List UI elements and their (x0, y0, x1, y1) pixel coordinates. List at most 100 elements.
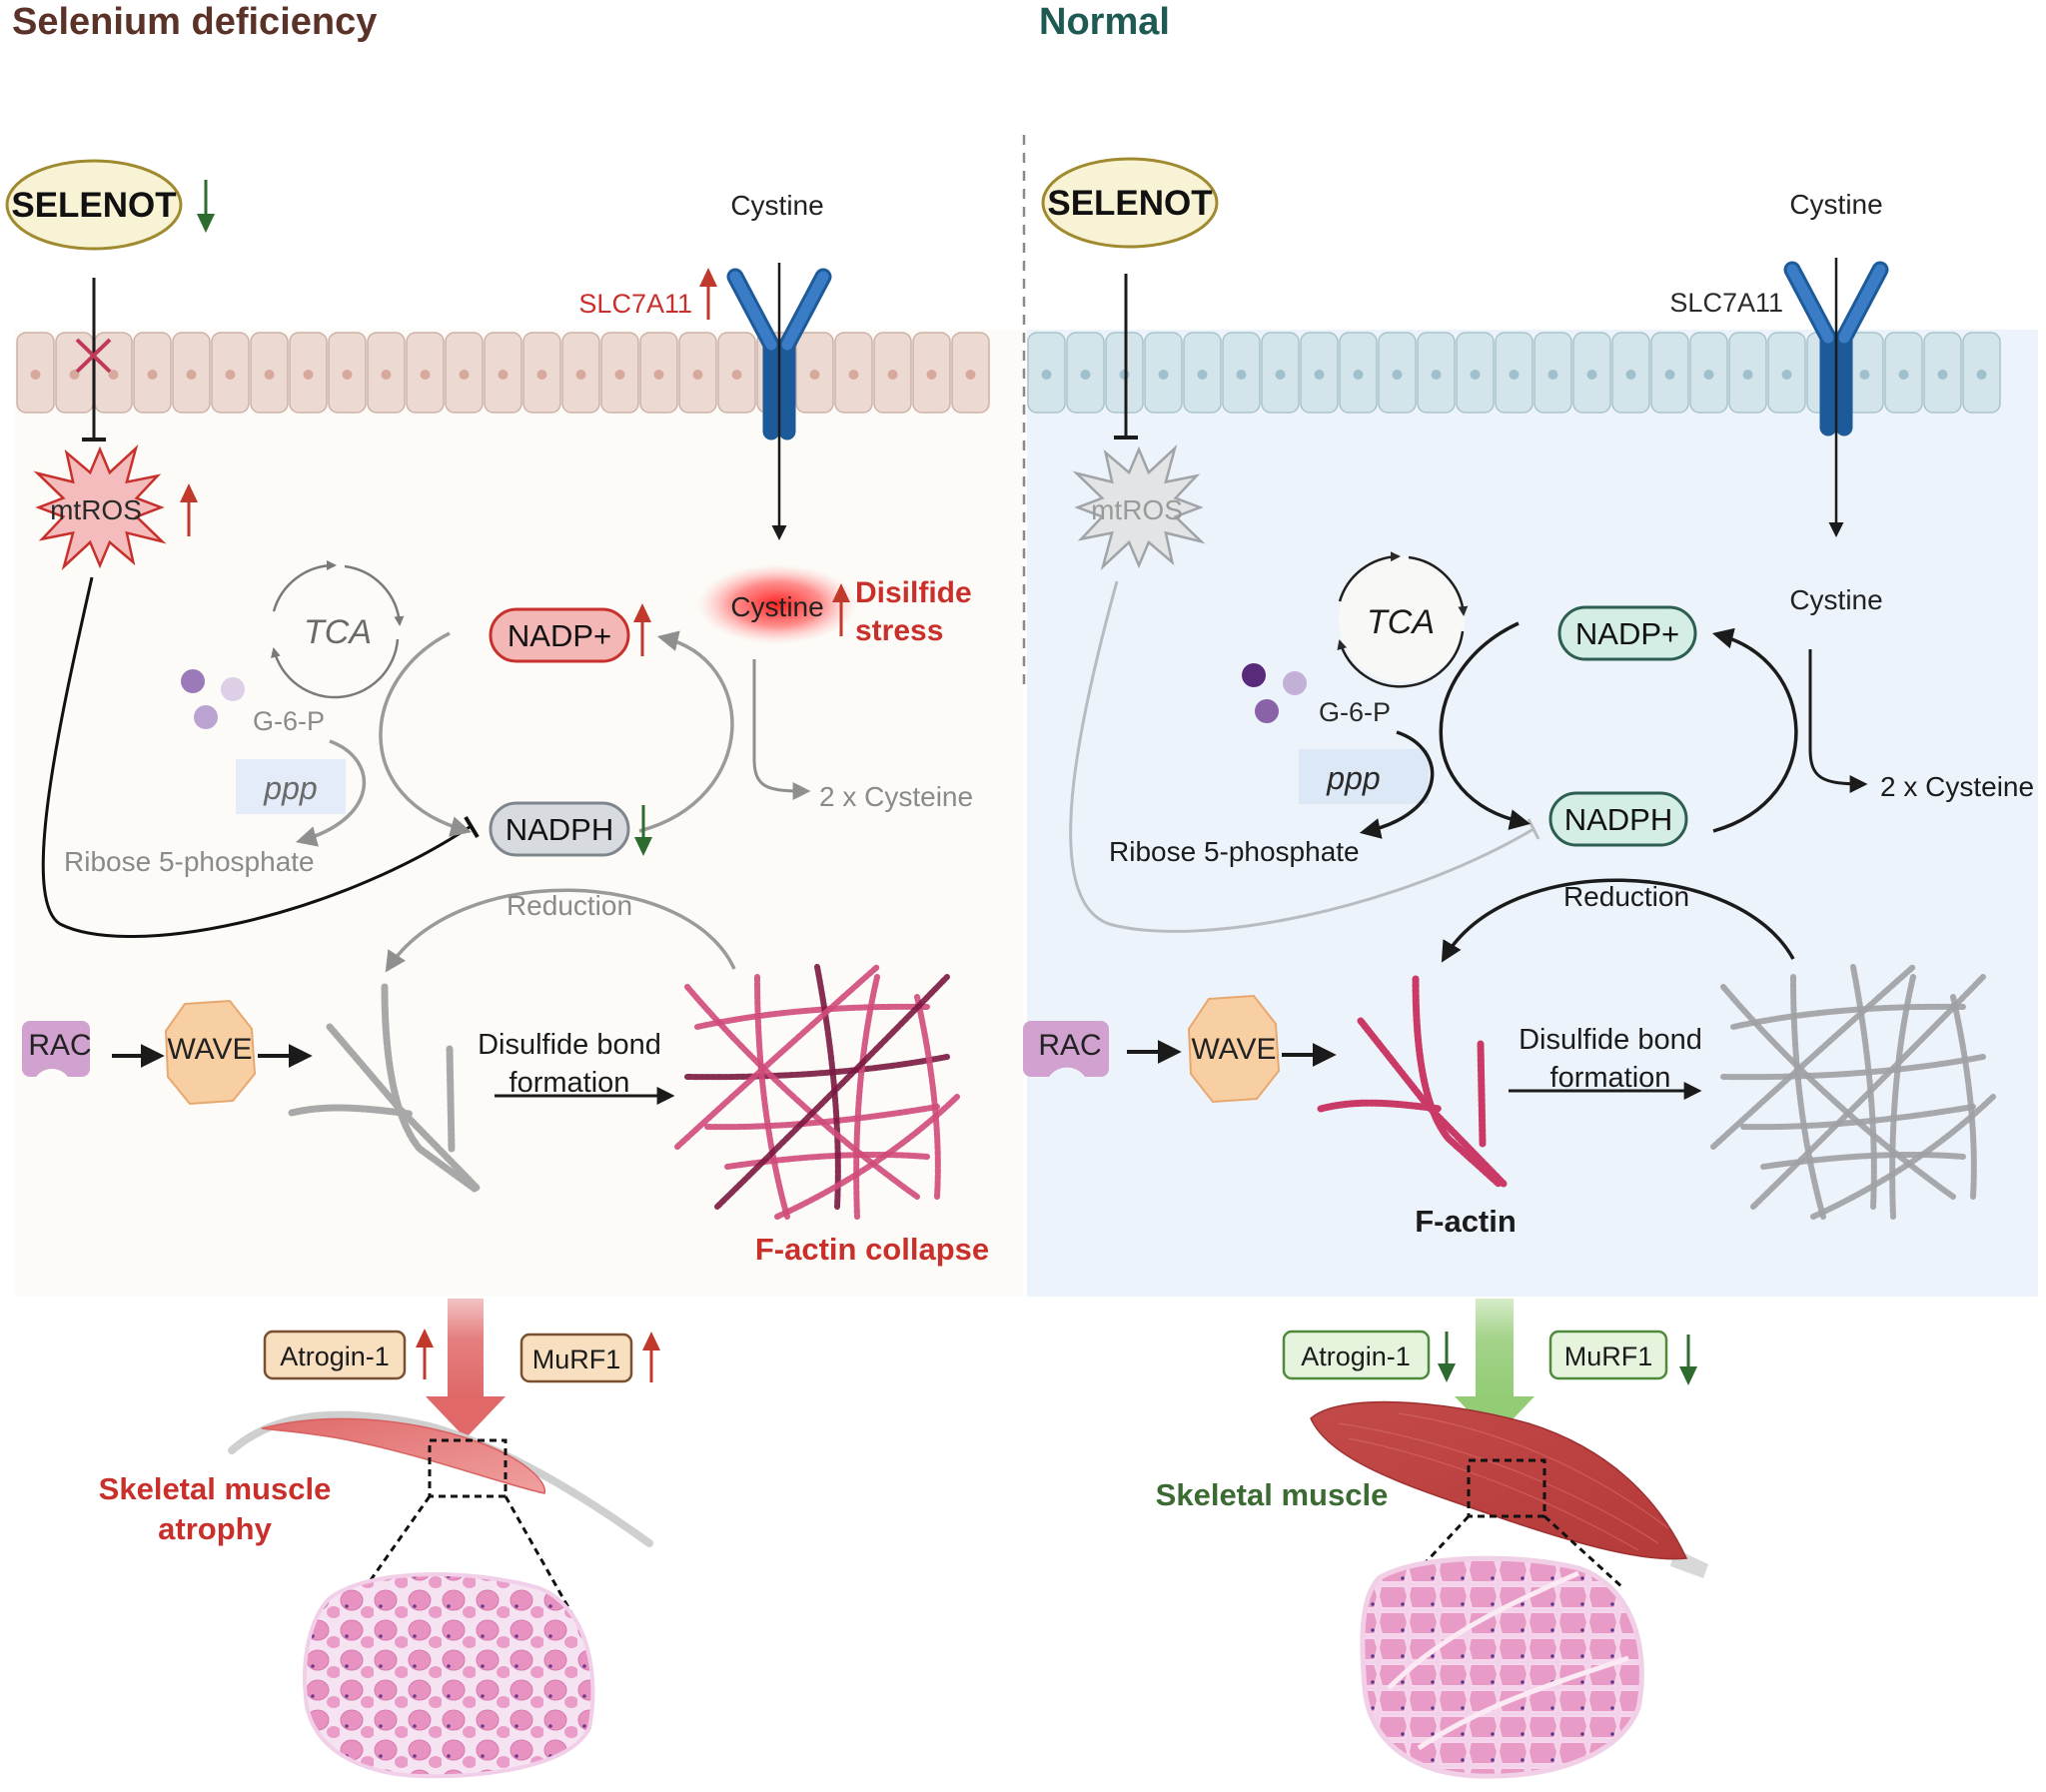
left-membrane-cell-nucleus (459, 370, 470, 380)
left-reduction-label: Reduction (507, 890, 632, 921)
right-branched-actin (1317, 975, 1508, 1188)
right-nadph-label: NADPH (1564, 802, 1673, 837)
right-murf1-label: MuRF1 (1564, 1342, 1653, 1371)
right-cystine-inside-label: Cystine (1789, 584, 1882, 615)
left-disulfide-stress-line1: Disilfide (855, 576, 972, 609)
left-atrogin-box: Atrogin-1 (263, 1330, 407, 1380)
left-murf1-label: MuRF1 (532, 1344, 621, 1374)
left-membrane-cell-nucleus (108, 370, 119, 380)
left-big-down-arrow (426, 1299, 506, 1438)
right-wave-label: WAVE (1191, 1033, 1276, 1066)
left-mtros-up-arrow-icon (180, 483, 198, 536)
right-membrane-cell-nucleus (1197, 370, 1208, 380)
left-nadp-label: NADP+ (508, 618, 611, 653)
left-g6p-label: G-6-P (253, 706, 325, 736)
right-actin-filament (1720, 1054, 1986, 1081)
right-actin-filament (1710, 964, 1916, 1150)
left-tca-to-nadph-curve (379, 631, 473, 837)
left-membrane-cell-nucleus (731, 370, 742, 380)
left-muscle-label-line2: atrophy (158, 1511, 272, 1546)
left-mtros-label: mtROS (50, 494, 142, 525)
right-actin-filament (1730, 1003, 1966, 1030)
right-nadp-label: NADP+ (1575, 616, 1679, 651)
left-actin-filament (774, 1094, 960, 1220)
right-disulfide-bond-line1: Disulfide bond (1519, 1024, 1702, 1056)
blocked-x-icon (75, 338, 112, 374)
left-nadph-pill: NADPH (489, 801, 630, 857)
left-membrane-cell-nucleus (848, 370, 859, 380)
left-membrane-cell-nucleus (575, 370, 586, 380)
left-actin-filament (704, 1104, 940, 1131)
right-membrane-cell-nucleus (1586, 370, 1597, 380)
left-cystine-inside-label: Cystine (730, 591, 823, 622)
left-membrane-cell-nucleus (926, 370, 937, 380)
left-actin-filament (724, 1151, 930, 1170)
right-selenot: SELENOT (1041, 157, 1219, 249)
right-atrogin-down-arrow-icon (1438, 1332, 1456, 1382)
left-muscle-label-line1: Skeletal muscle (99, 1471, 332, 1506)
left-slc7a11-transporter-icon (726, 268, 832, 441)
right-muscle-cross-section (1360, 1555, 1644, 1779)
right-membrane-cell-nucleus (1158, 370, 1169, 380)
right-rac-protein: RAC (1023, 1021, 1109, 1077)
right-factin-label: F-actin (1415, 1204, 1517, 1239)
left-murf1-box: MuRF1 (519, 1333, 633, 1383)
left-membrane-cell-nucleus (381, 370, 392, 380)
left-wave-label: WAVE (167, 1033, 252, 1066)
left-reduction-arc (385, 888, 736, 973)
left-murf1-up-arrow-icon (642, 1332, 660, 1382)
left-actin-network-collapsed (674, 964, 960, 1220)
right-mtros-label: mtROS (1091, 494, 1183, 525)
right-atrogin-box: Atrogin-1 (1282, 1330, 1431, 1380)
right-g6p-molecule-icon (1242, 663, 1307, 723)
right-wave-protein: WAVE (1187, 994, 1281, 1104)
right-muscle-label: Skeletal muscle (1156, 1477, 1389, 1512)
right-actin-filament (1760, 1151, 1966, 1170)
left-membrane-cell-nucleus (536, 370, 547, 380)
right-tca-to-nadph-curve (1439, 621, 1532, 830)
left-muscle-cross-section (303, 1572, 595, 1779)
right-membrane-cell-nucleus (1664, 370, 1675, 380)
left-selenot-down-arrow-icon (197, 180, 215, 233)
right-reduction-arc (1441, 878, 1795, 963)
left-ppp-label: ppp (263, 770, 317, 806)
right-atrogin-label: Atrogin-1 (1301, 1342, 1411, 1371)
left-membrane-cell-nucleus (186, 370, 197, 380)
left-ppp-to-ribose-arrow (295, 739, 367, 847)
right-g6p-label: G-6-P (1319, 697, 1391, 727)
right-membrane-cell-nucleus (1353, 370, 1364, 380)
right-disulfide-bond-line2: formation (1550, 1062, 1671, 1094)
right-membrane-cell-nucleus (1431, 370, 1442, 380)
left-tca-cycle: TCA (271, 559, 405, 699)
left-membrane-cell-nucleus (498, 370, 509, 380)
right-membrane-cell-nucleus (1509, 370, 1520, 380)
right-rac-label: RAC (1038, 1029, 1101, 1062)
right-murf1-down-arrow-icon (1679, 1335, 1697, 1385)
right-membrane-cell-nucleus (1080, 370, 1091, 380)
left-cystine-stress-blob (697, 564, 857, 644)
left-rac-protein: RAC (22, 1021, 92, 1077)
left-g6p-molecule-icon (181, 669, 245, 729)
left-atrogin-label: Atrogin-1 (280, 1342, 390, 1371)
left-actin-filament (853, 974, 880, 1220)
right-reduction-label: Reduction (1563, 881, 1689, 912)
right-actin-filament (1889, 974, 1916, 1220)
right-healthy-muscle (1310, 1400, 1708, 1578)
left-slc7a11-up-arrow-icon (699, 268, 717, 320)
right-actin-network (1710, 964, 1996, 1220)
left-membrane-cell-nucleus (303, 370, 314, 380)
right-zoom-box (1467, 1458, 1546, 1518)
left-membrane-cell-nucleus (965, 370, 976, 380)
right-cysteine-label: 2 x Cysteine (1880, 771, 2034, 802)
left-wave-protein: WAVE (164, 999, 257, 1106)
right-membrane-cell-nucleus (1625, 370, 1636, 380)
left-atrophied-muscle (228, 1410, 653, 1547)
right-mtros-inhibition-curve (1069, 580, 1534, 933)
right-ribose-label: Ribose 5-phosphate (1109, 836, 1360, 867)
right-membrane-cell-nucleus (1976, 370, 1987, 380)
left-membrane-cell-nucleus (692, 370, 703, 380)
right-membrane-cell-nucleus (1703, 370, 1714, 380)
right-membrane (1027, 332, 2001, 414)
left-nadph-down-arrow-icon (634, 805, 652, 856)
